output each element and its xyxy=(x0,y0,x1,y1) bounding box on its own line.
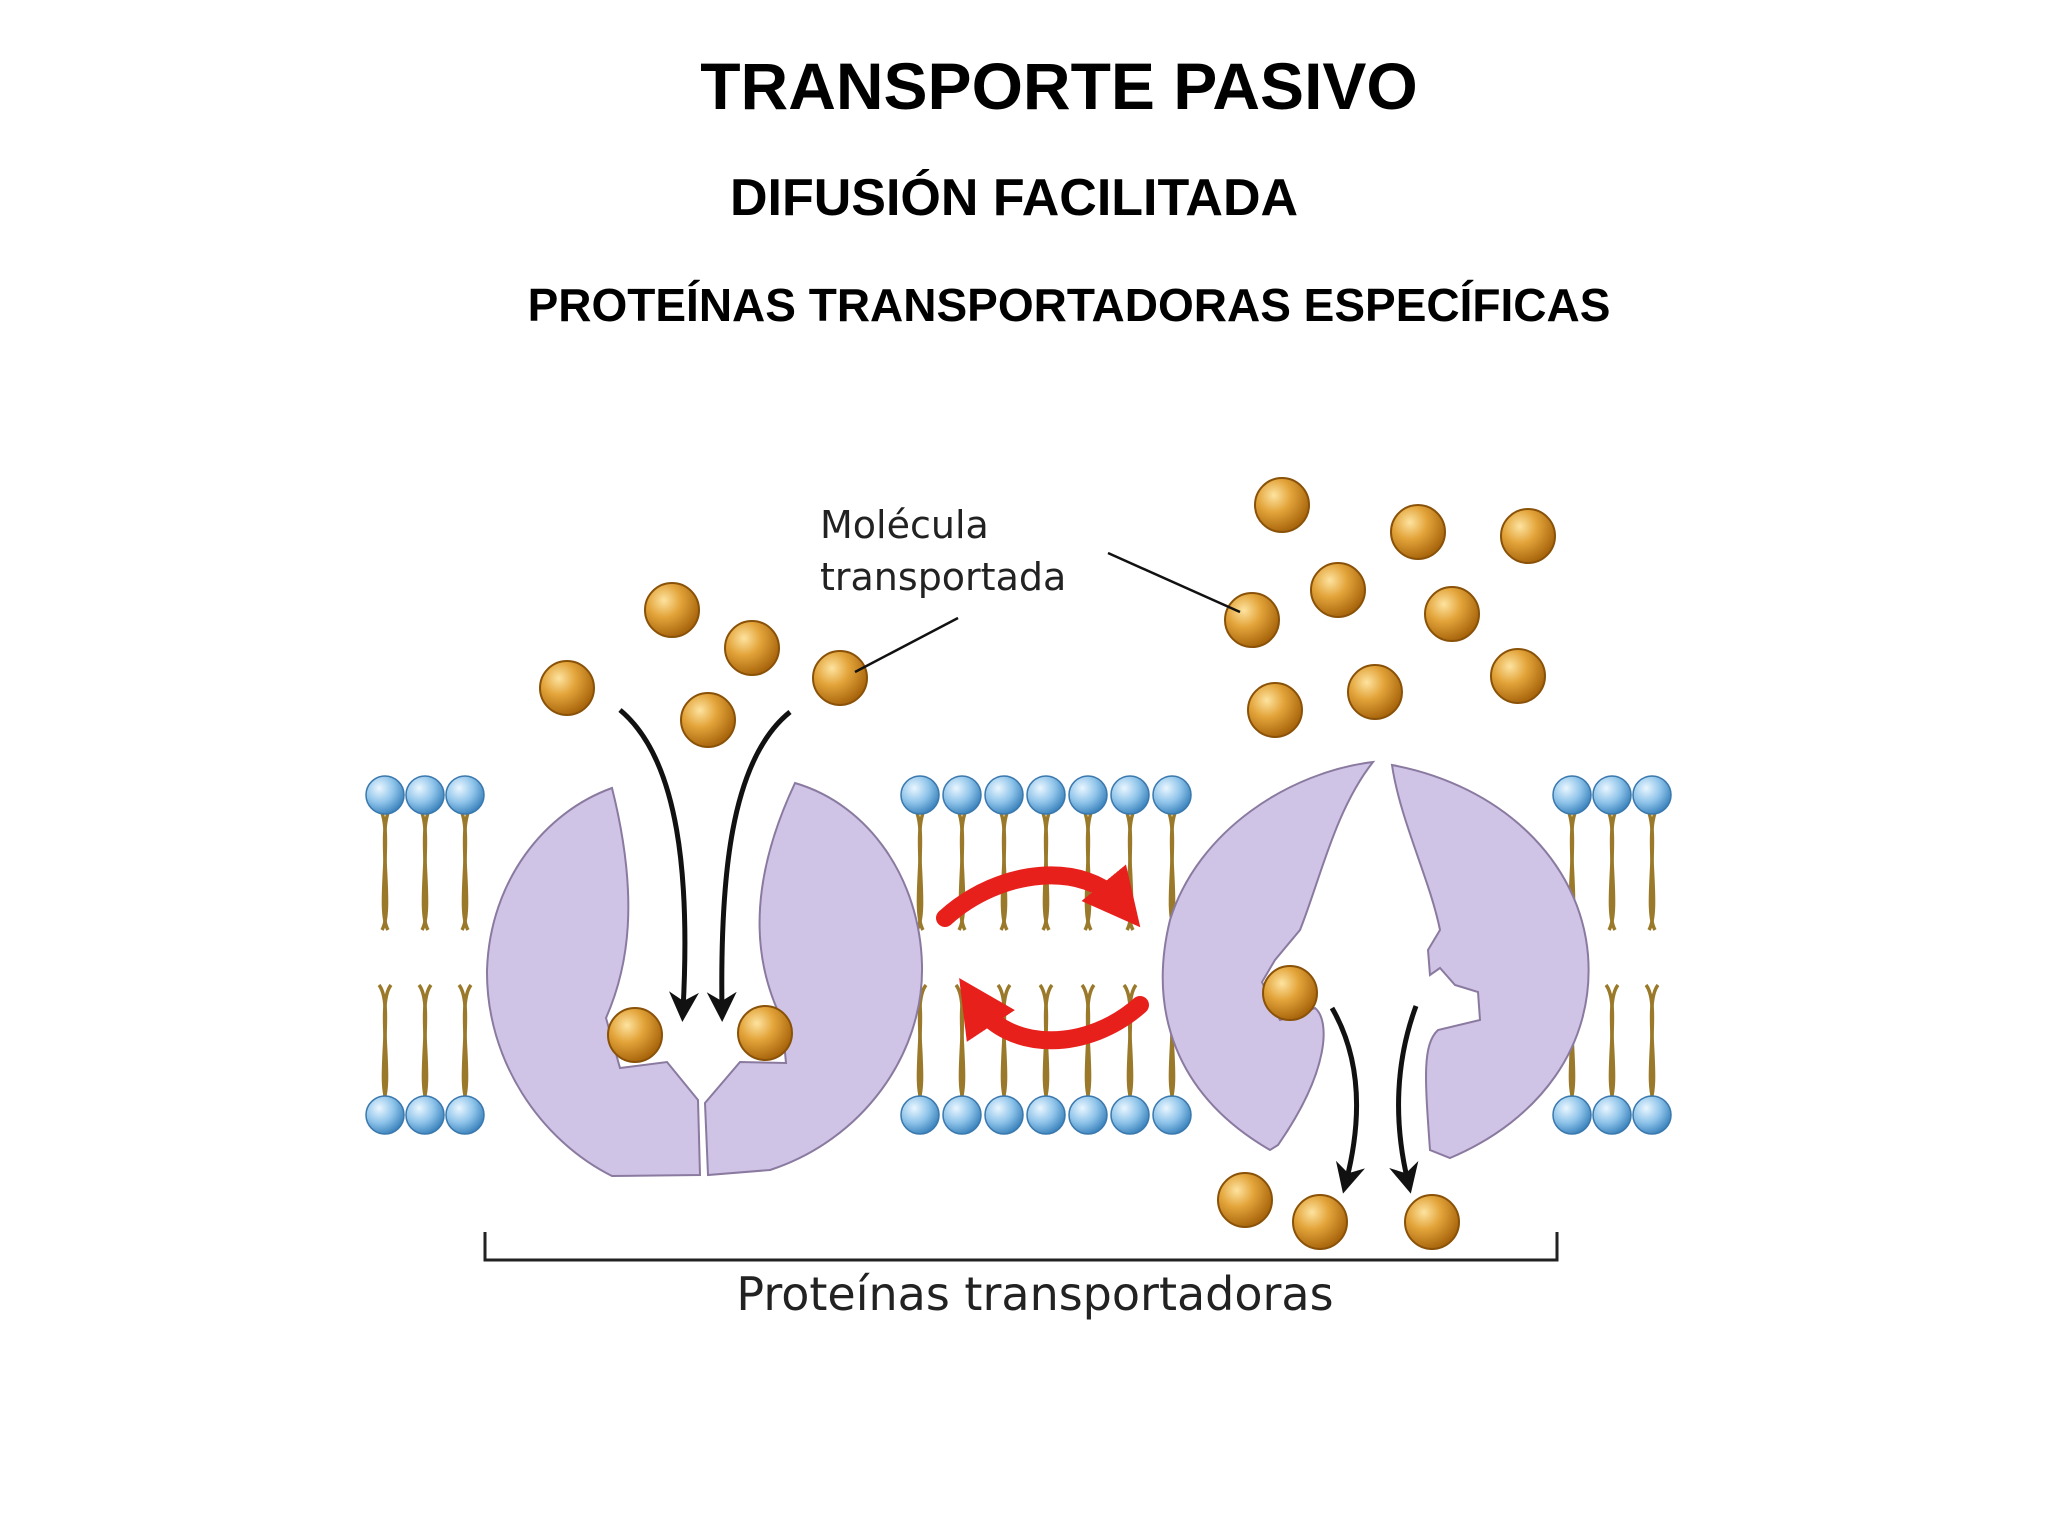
lipid-head xyxy=(942,1095,982,1135)
lipid-bilayer-middle xyxy=(900,775,1192,1135)
lipid-head xyxy=(900,775,940,815)
molecule xyxy=(539,660,595,716)
molecule xyxy=(1262,965,1318,1021)
lipid-head xyxy=(405,775,445,815)
lipid-head xyxy=(1152,1095,1192,1135)
lipid-head xyxy=(445,1095,485,1135)
lipid-tail xyxy=(420,805,433,931)
pointer-line-right xyxy=(1107,551,1241,614)
molecule xyxy=(1292,1194,1348,1250)
lipid-head xyxy=(1152,775,1192,815)
molecule xyxy=(1224,592,1280,648)
flow-arrow-in-left xyxy=(618,708,699,1022)
lipid-tail xyxy=(999,805,1012,931)
lipid-tail xyxy=(380,983,393,1104)
molecule xyxy=(1254,477,1310,533)
lipid-tail xyxy=(1125,983,1138,1104)
red-arrow-bottom xyxy=(959,977,1149,1050)
carrier-protein-open-outside xyxy=(485,781,924,1178)
lipid-head xyxy=(1632,1095,1672,1135)
molecule-label-line1: Molécula xyxy=(820,503,989,547)
conformation-change-arrows xyxy=(936,864,1149,1050)
molecule-label-line2: transportada xyxy=(820,555,1066,599)
pointer-line-left xyxy=(854,616,959,674)
lipid-head xyxy=(1110,1095,1150,1135)
lipid-tail xyxy=(957,805,970,931)
section-heading: PROTEÍNAS TRANSPORTADORAS ESPECÍFICAS xyxy=(527,279,1611,331)
lipid-head xyxy=(1632,775,1672,815)
bracket xyxy=(483,1232,1559,1262)
lipid-tail xyxy=(380,805,393,931)
lipid-head xyxy=(1552,775,1592,815)
lipid-head xyxy=(1552,1095,1592,1135)
molecule xyxy=(1217,1172,1273,1228)
lipid-head xyxy=(1026,1095,1066,1135)
molecule xyxy=(1247,682,1303,738)
molecule xyxy=(812,650,868,706)
lipid-head xyxy=(942,775,982,815)
lipid-head xyxy=(900,1095,940,1135)
molecule xyxy=(724,620,780,676)
flow-arrows xyxy=(618,708,1419,1194)
molecule xyxy=(1390,504,1446,560)
label-pointers xyxy=(854,551,1241,674)
page-title: TRANSPORTE PASIVO xyxy=(700,49,1418,123)
lipid-head xyxy=(445,775,485,815)
lipid-head xyxy=(984,1095,1024,1135)
page-subtitle: DIFUSIÓN FACILITADA xyxy=(729,169,1299,227)
molecule xyxy=(680,692,736,748)
red-arrow-top xyxy=(936,864,1141,928)
molecule xyxy=(1424,586,1480,642)
molecule xyxy=(737,1005,793,1061)
molecule xyxy=(1310,562,1366,618)
lipid-tail xyxy=(1607,983,1620,1104)
lipid-bilayer-right xyxy=(1552,775,1672,1135)
molecule xyxy=(644,582,700,638)
transported-molecules xyxy=(539,477,1556,1250)
lipid-tail xyxy=(915,983,928,1104)
lipid-head xyxy=(365,1095,405,1135)
lipid-head xyxy=(365,775,405,815)
lipid-head xyxy=(1068,1095,1108,1135)
flow-arrow-out-left xyxy=(1329,1006,1366,1194)
molecule xyxy=(1404,1194,1460,1250)
lipid-head xyxy=(1592,775,1632,815)
lipid-tail xyxy=(1647,983,1660,1104)
flow-arrow-out-right xyxy=(1389,1005,1419,1194)
carrier-protein-open-inside xyxy=(1161,760,1590,1160)
lipid-tail xyxy=(460,805,473,931)
lipid-tail xyxy=(420,983,433,1104)
lipid-head xyxy=(984,775,1024,815)
lipid-head xyxy=(1068,775,1108,815)
lipid-bilayer-left xyxy=(365,775,485,1135)
lipid-head xyxy=(405,1095,445,1135)
lipid-head xyxy=(1110,775,1150,815)
lipid-tail xyxy=(1083,983,1096,1104)
molecule xyxy=(1490,648,1546,704)
lipid-tail xyxy=(1647,805,1660,931)
lipid-head xyxy=(1592,1095,1632,1135)
lipid-head xyxy=(1026,775,1066,815)
molecule xyxy=(607,1007,663,1063)
lipid-tail xyxy=(915,805,928,931)
lipid-tail xyxy=(460,983,473,1104)
bracket-label: Proteínas transportadoras xyxy=(736,1267,1333,1321)
lipid-tail xyxy=(1607,805,1620,931)
molecule xyxy=(1347,664,1403,720)
flow-arrow-in-right xyxy=(706,710,792,1022)
molecule xyxy=(1500,508,1556,564)
